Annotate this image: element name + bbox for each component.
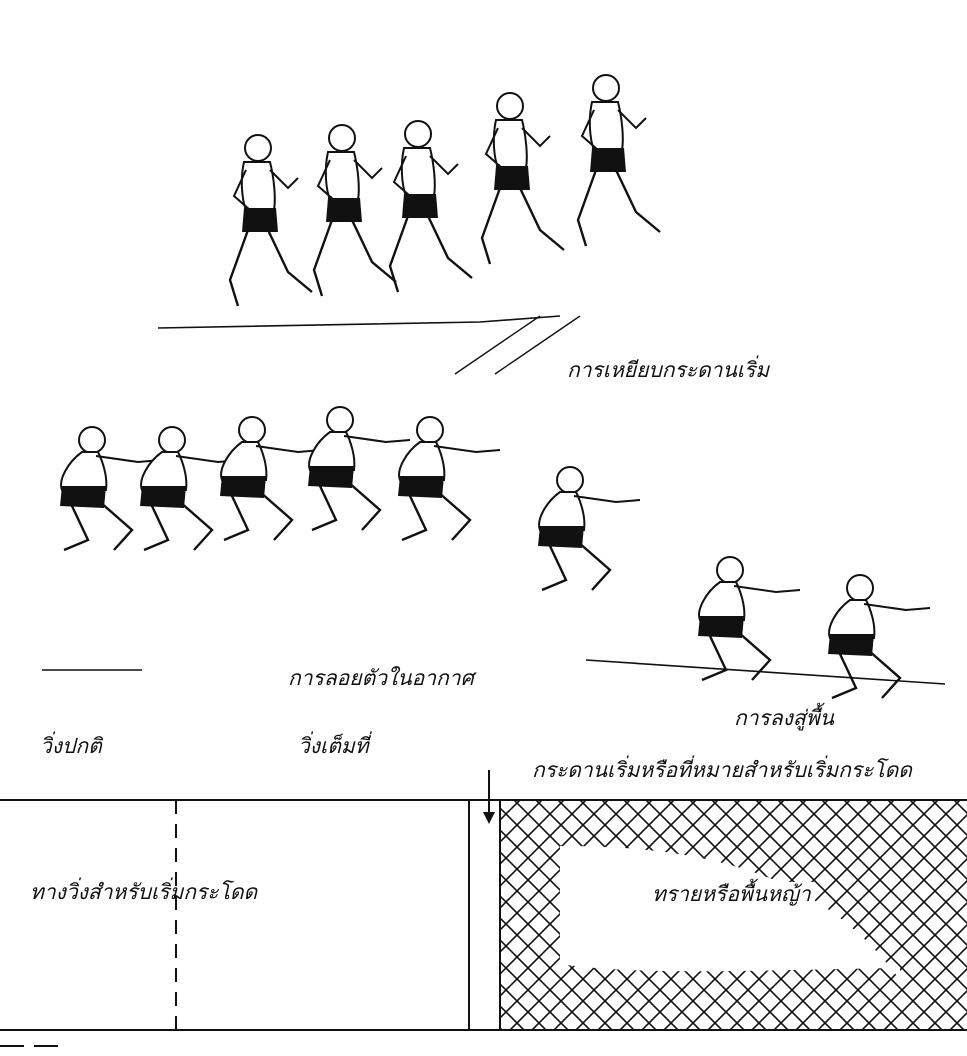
flight-label: การลอยตัวในอากาศ: [288, 668, 474, 689]
takeoff-board-label: กระดานเริ่มหรือที่หมายสำหรับเริ่มกระโดด: [532, 760, 912, 781]
plan-view: [0, 770, 967, 1046]
takeoff-label: การเหยียบกระดานเริ่ม: [567, 360, 769, 381]
landing-label: การลงสู่พื้น: [734, 708, 834, 729]
full-speed-label: วิ่งเต็มที่: [298, 736, 369, 757]
runway-label: ทางวิ่งสำหรับเริ่มกระโดด: [30, 882, 257, 903]
normal-run-label: วิ่งปกติ: [40, 736, 102, 757]
landing-area-label: ทรายหรือพื้นหญ้า: [648, 882, 815, 907]
flight-sequence: [42, 407, 945, 698]
takeoff-sequence: [158, 75, 660, 374]
